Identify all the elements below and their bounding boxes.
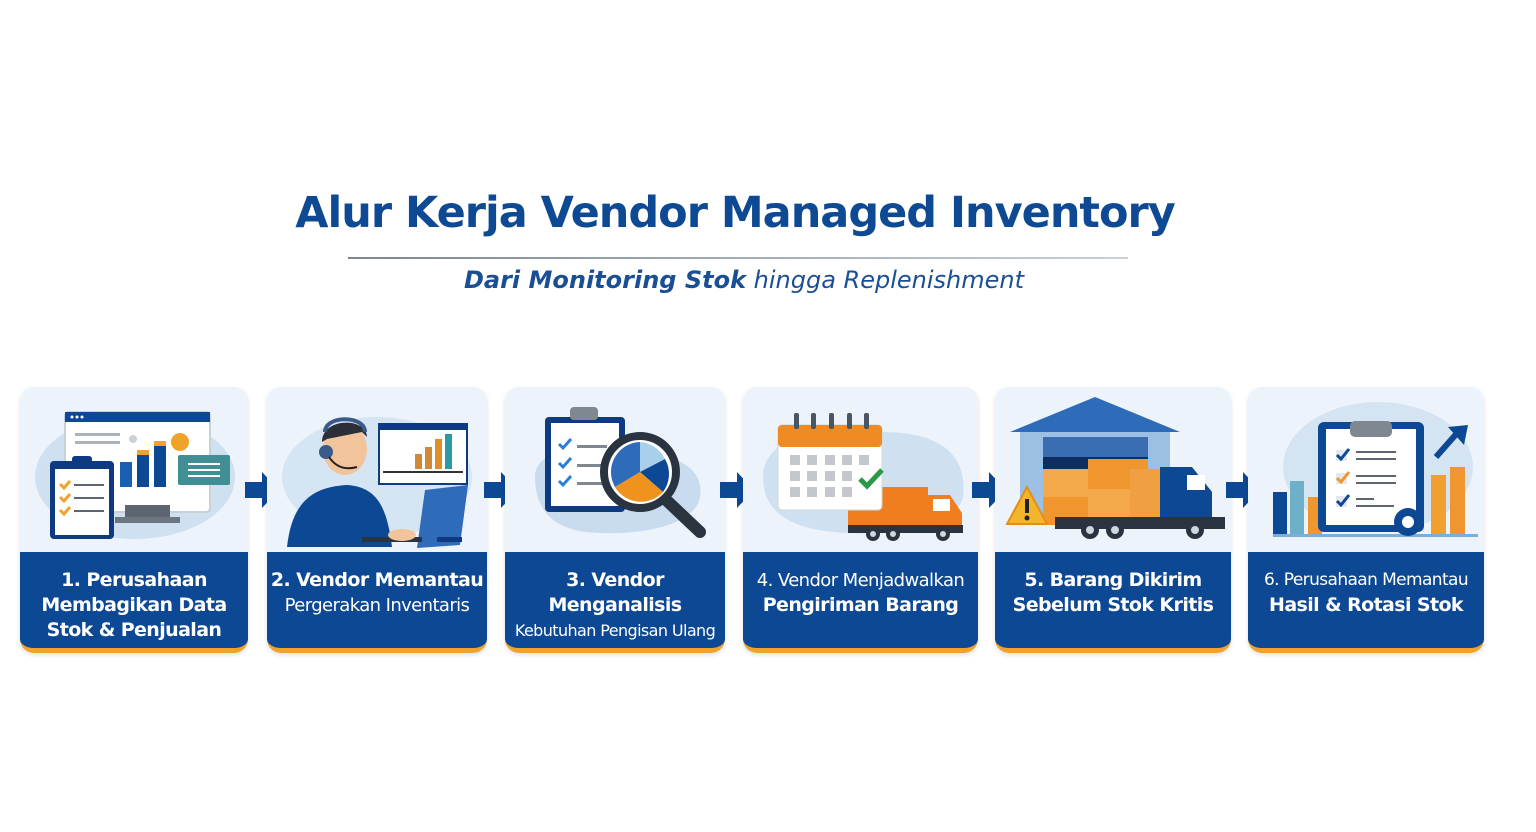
- subtitle-rest: hingga Replenishment: [746, 266, 1025, 294]
- step-card-1: 1. Perusahaan Membagikan Data Stok & Pen…: [20, 387, 248, 653]
- warehouse-truck-icon: [995, 387, 1231, 552]
- clipboard-magnifier-icon: [505, 387, 725, 552]
- calendar-truck-icon: [743, 387, 978, 552]
- dashboard-clipboard-icon: [20, 387, 248, 552]
- operator-monitor-icon: [267, 387, 487, 552]
- page-title: Alur Kerja Vendor Managed Inventory: [295, 188, 1176, 238]
- step-label-2: 2. Vendor Memantau Pergerakan Inventaris: [267, 552, 487, 653]
- step-card-3: 3. Vendor Menganalisis Kebutuhan Pengisa…: [505, 387, 725, 653]
- page-subtitle: Dari Monitoring Stok hingga Replenishmen…: [0, 266, 1488, 294]
- title-divider: [348, 257, 1128, 259]
- step-card-6: 6. Perusahaan Memantau Hasil & Rotasi St…: [1248, 387, 1484, 653]
- step-card-2: 2. Vendor Memantau Pergerakan Inventaris: [267, 387, 487, 653]
- step-card-4: 4. Vendor Menjadwalkan Pengiriman Barang: [743, 387, 978, 653]
- report-growth-icon: [1248, 387, 1484, 552]
- step-label-4: 4. Vendor Menjadwalkan Pengiriman Barang: [743, 552, 978, 653]
- subtitle-bold: Dari Monitoring Stok: [463, 266, 747, 294]
- step-label-5: 5. Barang Dikirim Sebelum Stok Kritis: [995, 552, 1231, 653]
- step-label-6: 6. Perusahaan Memantau Hasil & Rotasi St…: [1248, 552, 1484, 653]
- step-card-5: 5. Barang Dikirim Sebelum Stok Kritis: [995, 387, 1231, 653]
- step-label-3: 3. Vendor Menganalisis Kebutuhan Pengisa…: [505, 552, 725, 653]
- step-label-1: 1. Perusahaan Membagikan Data Stok & Pen…: [20, 552, 248, 653]
